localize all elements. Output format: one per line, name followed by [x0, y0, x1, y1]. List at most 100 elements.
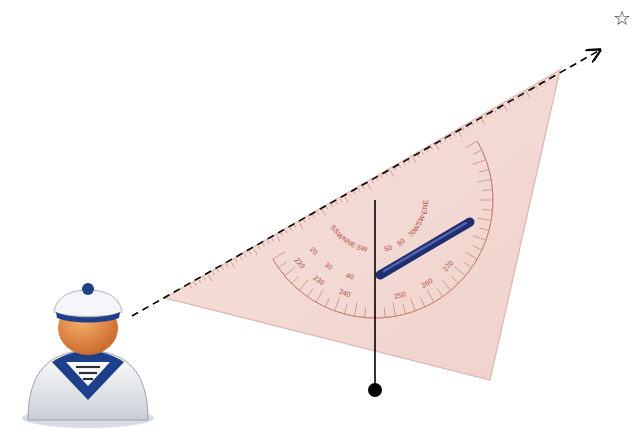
sight-line	[132, 50, 600, 316]
plotter-triangle	[165, 70, 560, 380]
ruler-tick	[308, 217, 310, 220]
ruler-tick	[222, 267, 224, 270]
ruler-bar	[380, 222, 470, 275]
ruler-tick	[485, 115, 487, 118]
ruler-tick	[235, 259, 237, 262]
ruler-tick	[285, 230, 287, 233]
ruler-tick	[408, 159, 410, 162]
ruler-tick	[240, 256, 242, 259]
ruler-tick	[290, 228, 292, 231]
ruler-tick	[385, 173, 387, 176]
degree-tick	[473, 246, 482, 250]
ruler-tick	[190, 285, 192, 288]
degree-tick	[421, 298, 425, 307]
degree-tick	[427, 290, 434, 302]
ruler-tick	[390, 170, 394, 176]
ruler-tick	[535, 86, 537, 89]
ruler-tick	[354, 191, 356, 194]
degree-tick	[307, 288, 313, 296]
degree-tick	[463, 262, 471, 268]
degree-tick	[292, 276, 299, 283]
ruler-tick	[481, 117, 485, 123]
ruler-tick	[317, 212, 319, 215]
ruler-tick	[249, 251, 251, 254]
ruler-tick	[435, 144, 439, 150]
ruler-tick	[313, 214, 315, 217]
ruler-tick	[272, 238, 274, 241]
ruler-tick	[331, 204, 333, 207]
degree-tick	[479, 200, 493, 201]
ruler-tick	[340, 199, 342, 202]
degree-tick	[455, 267, 466, 276]
ruler-tick	[195, 283, 197, 286]
degree-tick	[483, 189, 493, 191]
ruler-tick	[494, 110, 496, 113]
star-symbol: ☆	[613, 8, 631, 28]
ruler-tick	[245, 254, 247, 257]
ruler-tick	[281, 233, 283, 236]
ruler-tick	[263, 243, 265, 246]
ruler-tick	[254, 249, 258, 255]
degree-tick	[473, 150, 482, 154]
degree-tick	[479, 228, 489, 231]
ruler-tick	[199, 280, 201, 283]
ruler-tick	[295, 225, 297, 228]
ruler-tick	[213, 272, 215, 275]
ruler-tick	[267, 241, 269, 244]
degree-tick	[479, 169, 489, 172]
degree-tick	[403, 304, 406, 314]
degree-tick	[273, 252, 285, 259]
ruler-tick	[304, 220, 306, 223]
ruler-tick	[204, 277, 206, 280]
protractor-arc	[273, 141, 493, 318]
degree-tick	[442, 280, 451, 291]
ruler-tick	[394, 167, 396, 170]
degree-tick	[344, 304, 347, 314]
degree-tick	[437, 288, 443, 296]
ruler-tick	[363, 186, 365, 189]
ruler-tick	[276, 235, 280, 241]
ruler-tick	[404, 162, 406, 165]
degree-tick	[411, 298, 416, 311]
degree-tick	[473, 160, 486, 165]
ruler-tick	[422, 152, 424, 155]
degree-tick	[451, 276, 458, 283]
ruler-tick	[208, 275, 212, 281]
ruler-tick	[526, 91, 530, 97]
ruler-tick	[258, 246, 260, 249]
ruler-tick	[503, 104, 507, 110]
degree-tick	[393, 302, 395, 316]
degree-tick	[335, 298, 340, 311]
plumb-bob	[368, 383, 382, 397]
degree-tick	[465, 252, 477, 259]
degree-tick	[299, 280, 308, 291]
ruler-tick	[454, 133, 456, 136]
degree-tick	[285, 267, 296, 276]
ruler-tick	[444, 138, 446, 141]
ruler-tick	[217, 270, 219, 273]
degree-tick	[477, 218, 491, 220]
degree-tick	[278, 262, 286, 268]
degree-tick	[316, 290, 323, 302]
ruler-tick	[326, 207, 328, 210]
ruler-tick	[322, 209, 326, 215]
degree-tick	[325, 298, 329, 307]
plumb-line	[374, 200, 376, 388]
ruler-tick	[299, 222, 303, 228]
degree-tick	[473, 236, 486, 241]
degree-tick	[364, 308, 366, 318]
degree-tick	[477, 180, 491, 182]
degree-tick	[483, 209, 493, 211]
ruler-tick	[463, 128, 465, 131]
ruler-tick	[413, 157, 417, 163]
ruler-tick	[458, 131, 462, 137]
ruler-tick	[358, 188, 360, 191]
sailor-icon	[22, 283, 154, 428]
ruler-tick	[226, 264, 228, 267]
compass-point: ENE	[420, 199, 429, 214]
ruler-tick	[376, 178, 378, 181]
ruler-tick	[367, 183, 371, 189]
ruler-tick	[381, 175, 383, 178]
